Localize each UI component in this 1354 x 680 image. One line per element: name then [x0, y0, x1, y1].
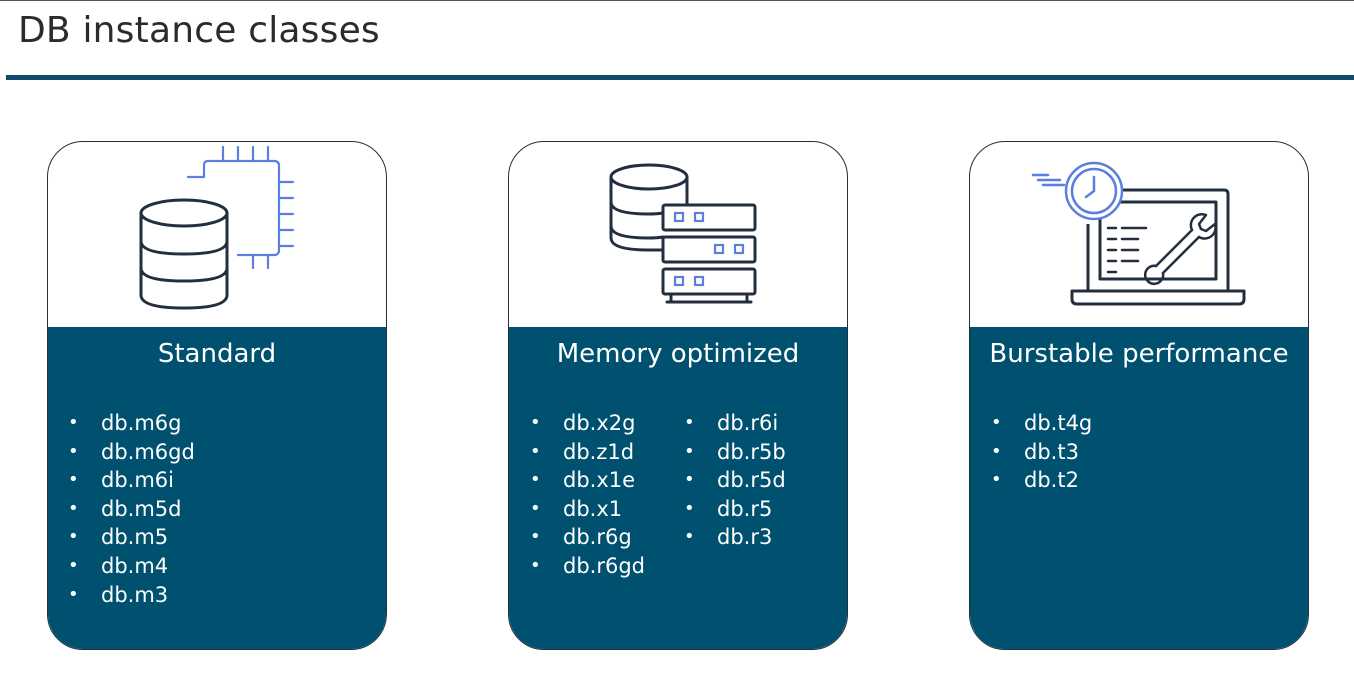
list-item: •db.x1: [530, 496, 623, 521]
list-item: •db.m3: [68, 582, 169, 607]
instance-class-list-column-1: •db.x2g •db.z1d •db.x1e •db.x1 •db.r6g •…: [530, 409, 645, 581]
list-item: •db.m4: [68, 553, 169, 578]
list-item: •db.t4g: [991, 411, 1093, 435]
card-heading: Burstable performance: [989, 339, 1289, 369]
card-icon-area: [970, 142, 1308, 327]
card-heading: Memory optimized: [556, 339, 800, 369]
instance-class-list: •db.m6g •db.m6gd •db.m6i •db.m5d •db.m5 …: [68, 409, 195, 609]
list-item: •db.r5b: [684, 439, 786, 464]
list-item: •db.r3: [684, 525, 773, 550]
card-icon-area: [509, 142, 847, 327]
list-item: •db.r6g: [530, 525, 632, 550]
database-chip-icon: [139, 145, 295, 310]
list-item: •db.z1d: [530, 439, 635, 464]
database-server-rack-icon: [609, 163, 757, 304]
list-item: •db.x2g: [530, 411, 636, 435]
list-item: •db.m5: [68, 525, 169, 550]
instance-class-list-column-2: •db.r6i •db.r5b •db.r5d •db.r5 •db.r3: [684, 409, 786, 552]
list-item: •db.m6i: [68, 468, 174, 493]
instance-class-list: •db.t4g •db.t3 •db.t2: [991, 409, 1092, 495]
card-body: Memory optimized •db.x2g •db.z1d •db.x1e…: [509, 327, 847, 649]
laptop-clock-wrench-icon: [1031, 161, 1246, 306]
list-item: •db.r6i: [684, 411, 779, 435]
card-burstable-performance: Burstable performance •db.t4g •db.t3 •db…: [969, 141, 1309, 650]
card-body: Burstable performance •db.t4g •db.t3 •db…: [970, 327, 1308, 649]
card-standard: Standard •db.m6g •db.m6gd •db.m6i •db.m5…: [47, 141, 387, 650]
card-memory-optimized: Memory optimized •db.x2g •db.z1d •db.x1e…: [508, 141, 848, 650]
list-item: •db.m6gd: [68, 439, 195, 464]
card-heading: Standard: [157, 339, 277, 369]
list-item: •db.t2: [991, 468, 1079, 493]
list-item: •db.x1e: [530, 468, 636, 493]
top-border: [0, 0, 1354, 1]
list-item: •db.m6g: [68, 411, 182, 435]
list-item: •db.r5d: [684, 468, 786, 493]
list-item: •db.m5d: [68, 496, 182, 521]
list-item: •db.t3: [991, 439, 1079, 464]
list-item: •db.r5: [684, 496, 773, 521]
page-title: DB instance classes: [18, 10, 380, 51]
card-body: Standard •db.m6g •db.m6gd •db.m6i •db.m5…: [48, 327, 386, 649]
list-item: •db.r6gd: [530, 553, 645, 578]
title-underline: [6, 75, 1354, 80]
card-icon-area: [48, 142, 386, 327]
